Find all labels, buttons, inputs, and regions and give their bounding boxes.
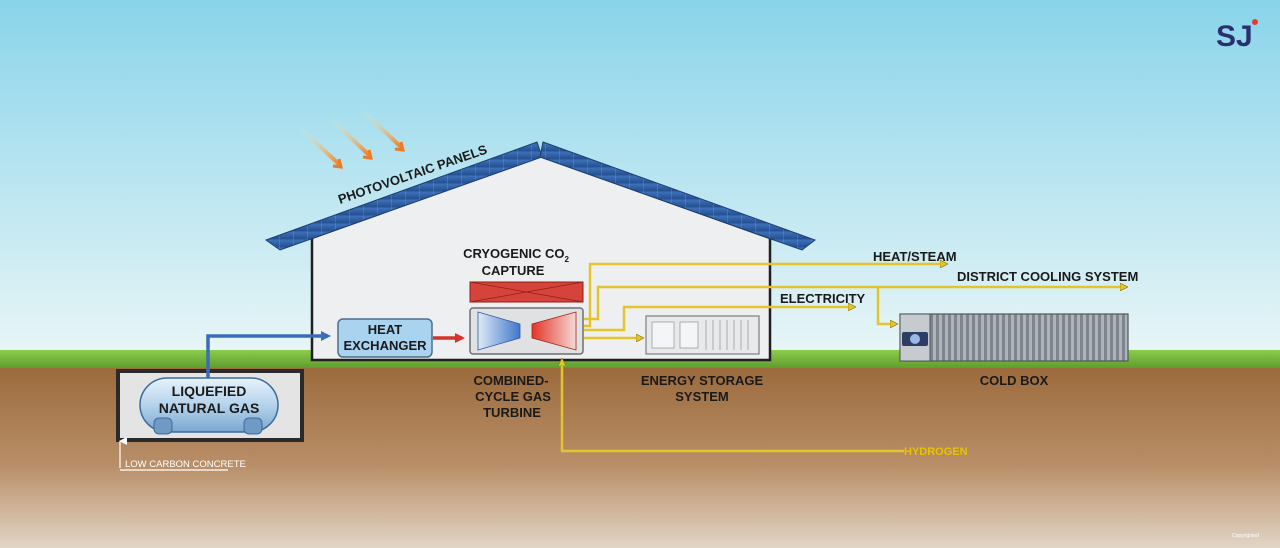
ess-label-line1: ENERGY STORAGE [641,373,764,388]
lng-label-line1: LIQUEFIED [172,383,247,399]
cryogenic-co2-capture: CRYOGENIC CO2 CAPTURE [463,246,584,303]
ccgt-label-line1: COMBINED- [473,373,548,388]
low-carbon-concrete-label: LOW CARBON CONCRETE [125,459,246,470]
heat-exchanger-label-line1: HEAT [368,322,402,337]
heat-exchanger: HEAT EXCHANGER [337,318,433,358]
ess-label-line2: SYSTEM [675,389,728,404]
cold-box-icon: COLD BOX [899,313,1129,388]
tank-foot-left [153,417,173,435]
battery-rack-icon: ENERGY STORAGE SYSTEM [641,315,764,404]
fan-icon [902,332,928,346]
gas-turbine: COMBINED- CYCLE GAS TURBINE [469,307,584,420]
heat-steam-label: HEAT/STEAM [873,249,957,264]
company-logo: SJ [1216,19,1258,53]
ccgt-label-line2: CYCLE GAS [475,389,551,404]
lng-storage: LIQUEFIED NATURAL GAS [116,369,304,442]
cryogenic-label-line2: CAPTURE [482,263,545,278]
district-cooling-label: DISTRICT COOLING SYSTEM [957,269,1138,284]
hydrogen-label: HYDROGEN [904,446,968,458]
heat-exchanger-label-line2: EXCHANGER [343,338,427,353]
gas-pipe [206,331,331,378]
logo-dot [1252,19,1258,25]
ccgt-label-line3: TURBINE [483,405,541,420]
sun-ray-icon [298,108,405,169]
solar-panel-icon [264,141,817,251]
lng-label-line2: NATURAL GAS [159,400,260,416]
energy-flow-lines [562,264,1126,453]
tank-foot-right [243,417,263,435]
low-carbon-concrete-callout: LOW CARBON CONCRETE [119,437,246,471]
cryogenic-label-line1: CRYOGENIC CO2 [463,246,569,264]
copyright-label: Copyrighted [1232,533,1259,539]
logo-text: SJ [1216,20,1253,53]
cold-box-label: COLD BOX [980,373,1049,388]
electricity-label: ELECTRICITY [780,291,866,306]
